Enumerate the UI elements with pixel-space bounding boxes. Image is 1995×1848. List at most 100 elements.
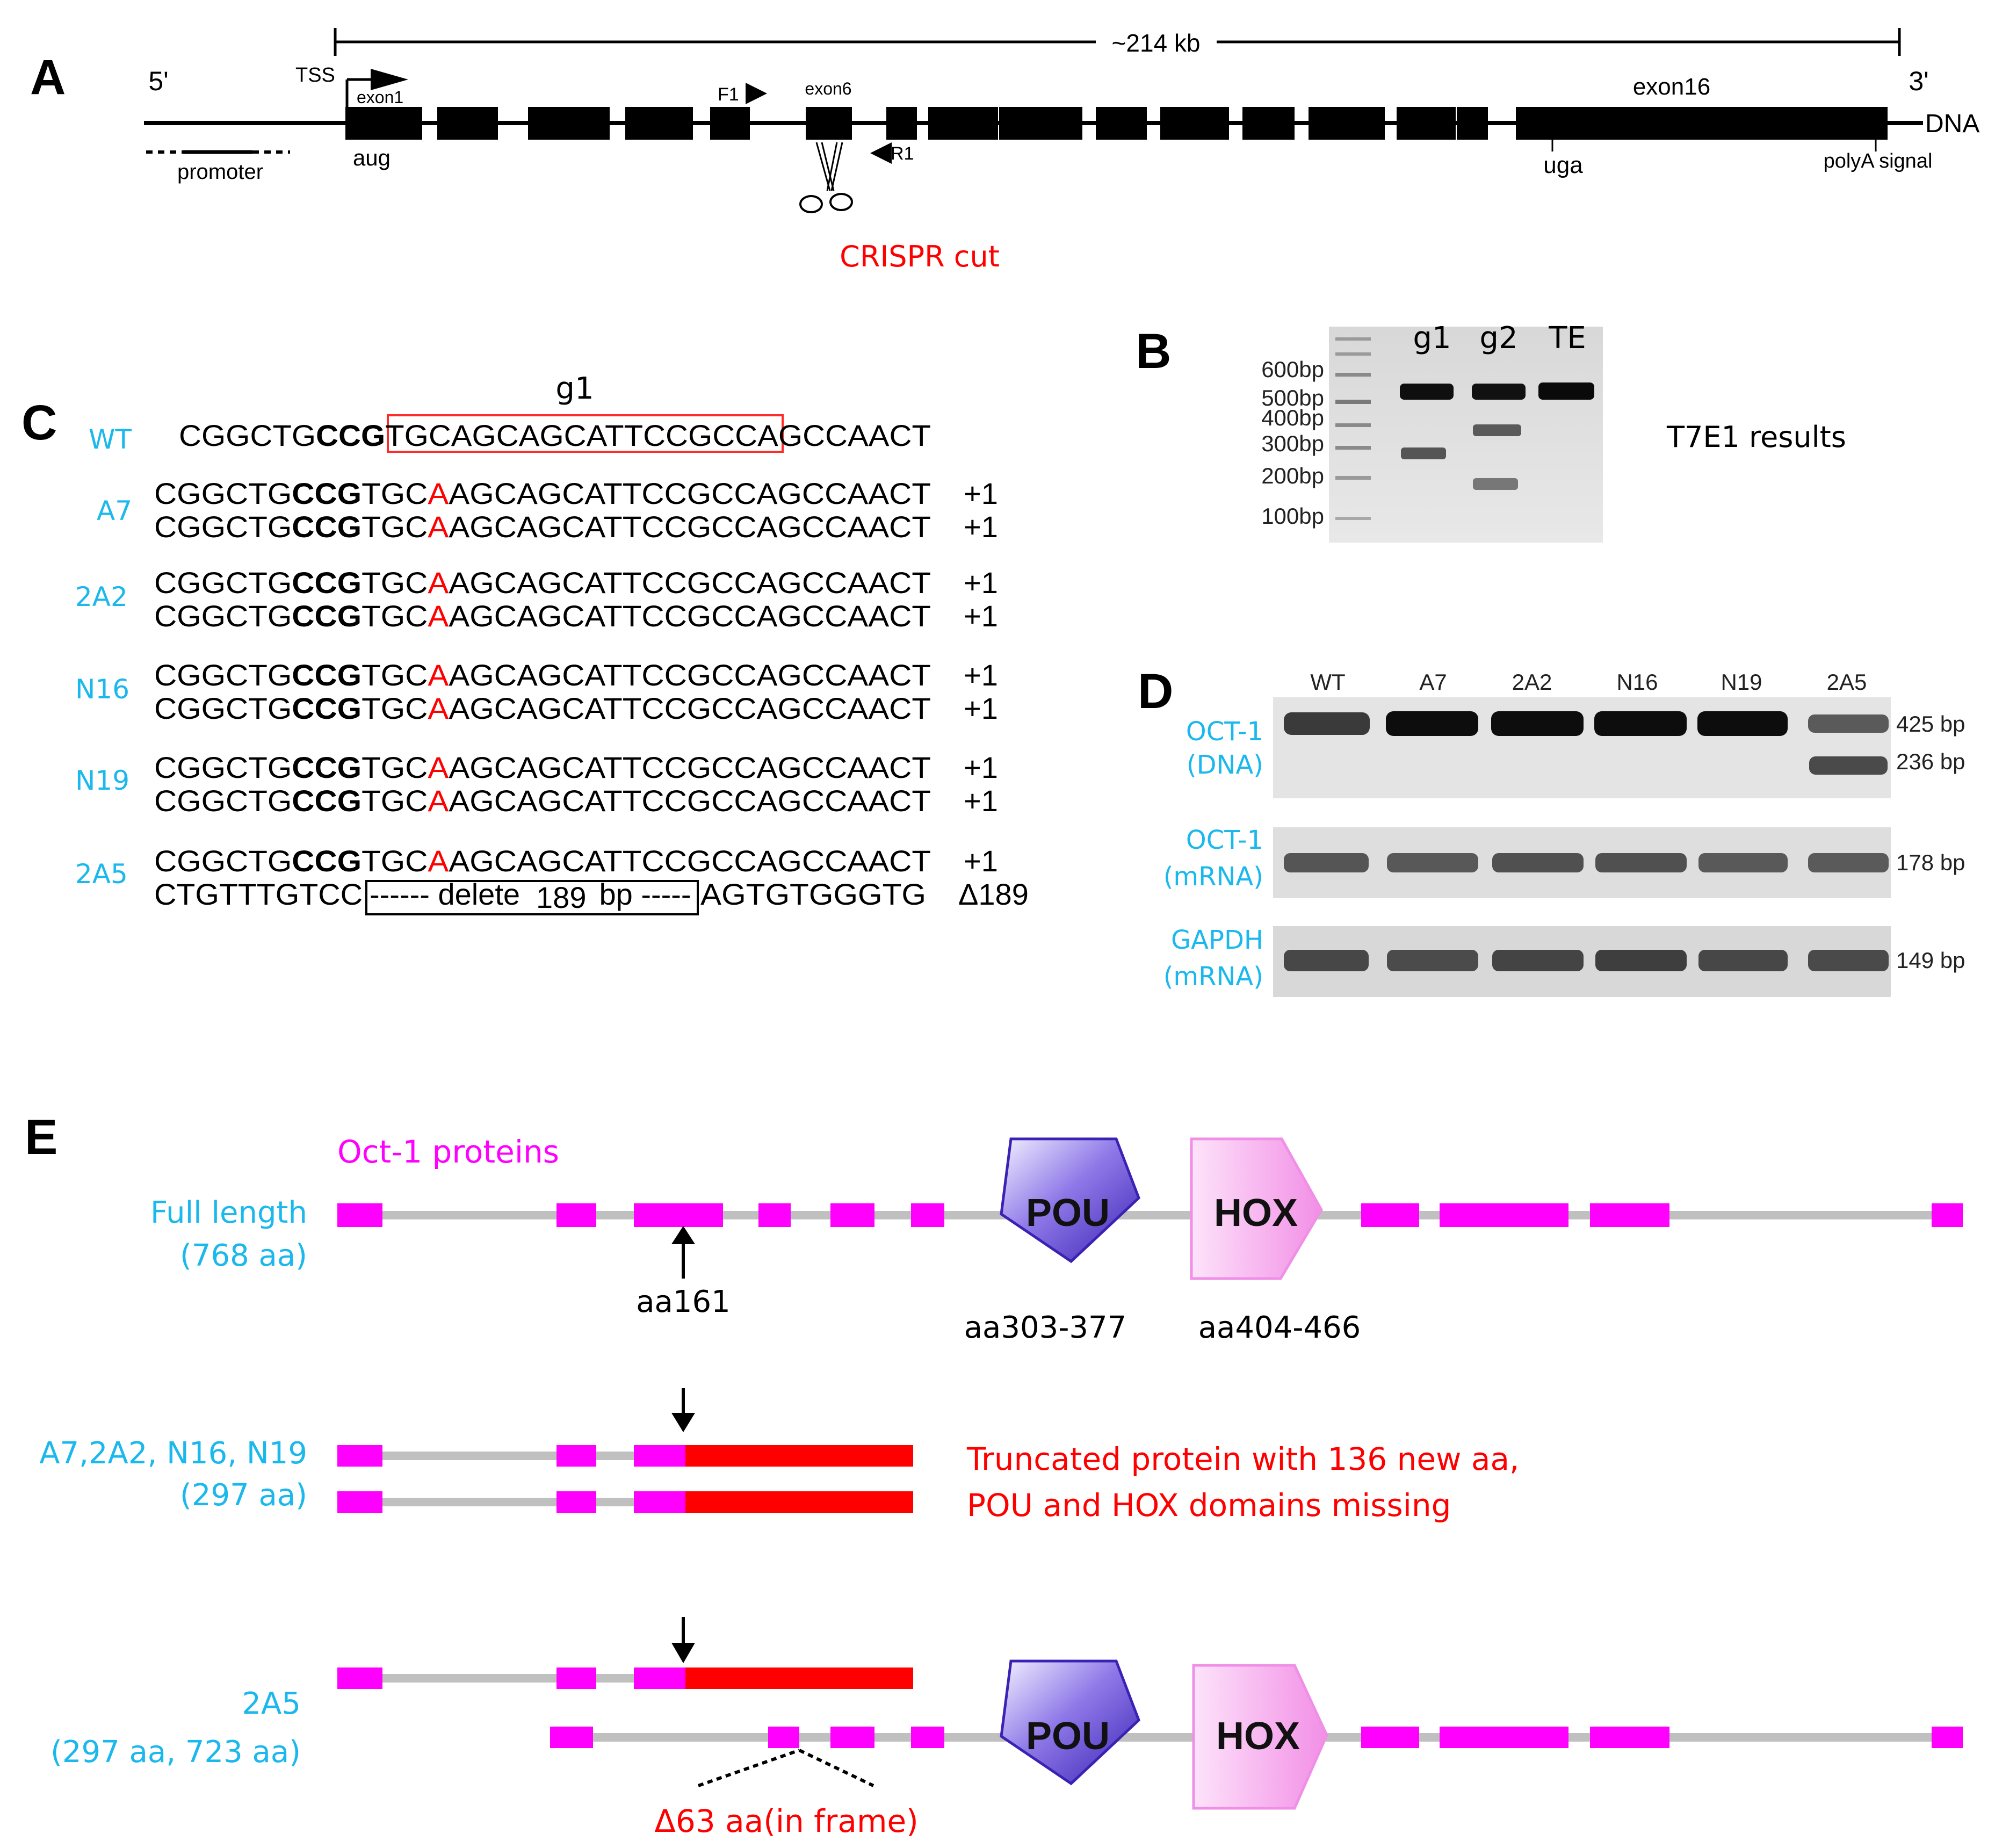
t7e1-gel bbox=[1329, 327, 1603, 543]
exon6-label: exon6 bbox=[805, 79, 851, 98]
ladder-labels: 600bp 500bp 400bp 300bp 200bp 100bp bbox=[1261, 357, 1324, 529]
clone-n16-label: N16 bbox=[75, 674, 129, 705]
hox-range-label: aa404-466 bbox=[1198, 1310, 1361, 1345]
f1-primer: F1 bbox=[718, 83, 767, 105]
svg-text:N16: N16 bbox=[1616, 669, 1658, 695]
clone-2a5-protein-label: 2A5 bbox=[242, 1686, 301, 1721]
oct1-mrna-label-1: OCT-1 bbox=[1186, 825, 1263, 855]
exon-5 bbox=[710, 107, 750, 140]
svg-text:500bp: 500bp bbox=[1261, 385, 1324, 410]
promoter-label: promoter bbox=[177, 160, 263, 184]
ladder-bands bbox=[1335, 337, 1371, 520]
guide-target-box bbox=[387, 414, 784, 453]
deletion-bracket bbox=[698, 1749, 874, 1787]
panel-a-letter: A bbox=[30, 50, 66, 105]
r1-primer: R1 bbox=[870, 142, 914, 164]
exon-14 bbox=[1309, 107, 1385, 140]
aug-label: aug bbox=[353, 145, 391, 170]
svg-text:+1: +1 bbox=[964, 784, 998, 818]
scissors-icon bbox=[799, 142, 853, 213]
svg-text:+1: +1 bbox=[964, 510, 998, 544]
hox-domain: HOX bbox=[1190, 1137, 1323, 1280]
panel-b: B 600bp 500bp 400bp 300bp 200bp bbox=[1136, 321, 1846, 543]
deletion-63-label: Δ63 aa(in frame) bbox=[654, 1803, 919, 1839]
deletion-left-flank: CTGTTTGTCC bbox=[154, 877, 363, 911]
2a5-truncated-protein bbox=[337, 1667, 913, 1689]
svg-text:+1: +1 bbox=[964, 844, 998, 878]
truncated-clones-label: A7,2A2, N16, N19 bbox=[39, 1436, 307, 1471]
panel-b-letter: B bbox=[1136, 324, 1171, 379]
svg-text:+1: +1 bbox=[964, 599, 998, 633]
oct1-mrna-label-2: (mRNA) bbox=[1163, 862, 1263, 892]
exon-16 bbox=[1516, 107, 1888, 140]
oct1-mrna-bands bbox=[1284, 853, 1889, 872]
exon-blocks bbox=[345, 107, 1888, 140]
gapdh-bands bbox=[1284, 950, 1889, 971]
hox-domain-2a5: HOX bbox=[1192, 1664, 1328, 1810]
clone-2a5-label: 2A5 bbox=[75, 858, 128, 890]
clone-2a5-protein-size: (297 aa, 723 aa) bbox=[50, 1735, 301, 1770]
exon-1 bbox=[345, 107, 422, 140]
aa161-arrow: aa161 bbox=[636, 1226, 731, 1319]
crispr-cut-label: CRISPR cut bbox=[840, 240, 1000, 273]
oct1-dna-bands bbox=[1284, 711, 1889, 775]
truncated-note-2: POU and HOX domains missing bbox=[967, 1487, 1451, 1524]
r1-label: R1 bbox=[891, 143, 914, 164]
promoter-region: promoter bbox=[146, 150, 290, 184]
arrow-down-icon bbox=[671, 1388, 695, 1432]
pou-domain: POU bbox=[1000, 1137, 1140, 1264]
exon-4 bbox=[625, 107, 693, 140]
f1-label: F1 bbox=[718, 84, 739, 105]
clone-n19-label: N19 bbox=[75, 765, 129, 796]
svg-text:N19: N19 bbox=[1721, 669, 1762, 695]
svg-text:200bp: 200bp bbox=[1261, 463, 1324, 488]
clone-a7-label: A7 bbox=[97, 495, 132, 526]
panel-a: A ~214 kb 5' 3' DNA bbox=[30, 28, 1979, 273]
pou-domain-2a5: POU bbox=[1000, 1659, 1140, 1786]
exon-15 bbox=[1397, 107, 1456, 140]
exon-12 bbox=[1191, 107, 1229, 140]
exon1-label: exon1 bbox=[357, 88, 403, 107]
exon-13 bbox=[1242, 107, 1295, 140]
truncated-note-1: Truncated protein with 136 new aa, bbox=[966, 1441, 1519, 1477]
deletion-right-flank: AGTGTGGGTG bbox=[700, 877, 926, 911]
tss-arrow: TSS exon1 bbox=[295, 64, 408, 107]
lane-te: TE bbox=[1548, 321, 1586, 356]
three-prime-label: 3' bbox=[1909, 66, 1928, 96]
svg-text:WT: WT bbox=[1310, 669, 1345, 695]
svg-text:HOX: HOX bbox=[1216, 1715, 1300, 1758]
dna-label: DNA bbox=[1925, 110, 1979, 138]
span-bar: ~214 kb bbox=[334, 28, 1901, 57]
truncated-size: (297 aa) bbox=[180, 1478, 307, 1513]
full-length-size: (768 aa) bbox=[180, 1238, 307, 1273]
exon-10 bbox=[1096, 107, 1147, 140]
oct1-dna-label-2: (DNA) bbox=[1187, 750, 1263, 780]
panel-c-letter: C bbox=[21, 395, 57, 450]
svg-text:HOX: HOX bbox=[1214, 1192, 1298, 1235]
lane-g2: g2 bbox=[1479, 321, 1517, 356]
exon-15b bbox=[1457, 107, 1488, 140]
tss-label: TSS bbox=[295, 64, 335, 86]
gapdh-label-1: GAPDH bbox=[1171, 925, 1263, 955]
svg-text:400bp: 400bp bbox=[1261, 405, 1324, 430]
size-425: 425 bp bbox=[1896, 711, 1965, 737]
oct1-dna-label-1: OCT-1 bbox=[1186, 717, 1263, 747]
exon-8 bbox=[928, 107, 998, 140]
exon16-label: exon16 bbox=[1633, 74, 1710, 100]
oct1-proteins-title: Oct-1 proteins bbox=[337, 1134, 559, 1170]
polya-label: polyA signal bbox=[1824, 150, 1933, 172]
deletion-note: Δ189 bbox=[958, 877, 1029, 911]
size-149: 149 bp bbox=[1896, 948, 1965, 973]
lane-g1: g1 bbox=[1413, 321, 1451, 356]
panel-e: E Oct-1 proteins Full length (768 aa) PO… bbox=[25, 1110, 1963, 1839]
